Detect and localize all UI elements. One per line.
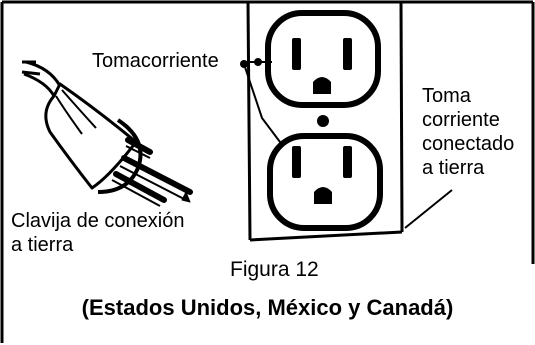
grounded-outlet-label-line: Toma (422, 85, 471, 107)
grounded-outlet-label-line: corriente (422, 109, 500, 131)
leader-lines (240, 58, 453, 229)
grounding-plug-label-line: a tierra (11, 234, 74, 256)
figure-number: Figura 12 (230, 258, 319, 281)
grounding-plug-label: Clavija de conexión a tierra (11, 209, 184, 257)
grounded-outlet-label-line: conectado (422, 133, 515, 155)
grounded-outlet-leader (404, 189, 453, 229)
grounded-plug-icon (21, 60, 193, 207)
grounding-plug-label-line: Clavija de conexión (11, 210, 185, 232)
grounded-outlet-label-line: a tierra (422, 157, 485, 179)
wall-plate (246, 1, 404, 242)
upper-receptacle (265, 10, 381, 108)
lower-receptacle (267, 133, 383, 231)
duplex-outlet-icon (265, 10, 383, 231)
outlet-leader-lower (243, 63, 281, 143)
outlet-label: Tomacorriente (92, 50, 219, 72)
grounded-outlet-label: Toma corriente conectado a tierra (422, 84, 514, 180)
faceplate-screw (317, 115, 329, 127)
figure-caption: (Estados Unidos, México y Canadá) (81, 295, 454, 320)
